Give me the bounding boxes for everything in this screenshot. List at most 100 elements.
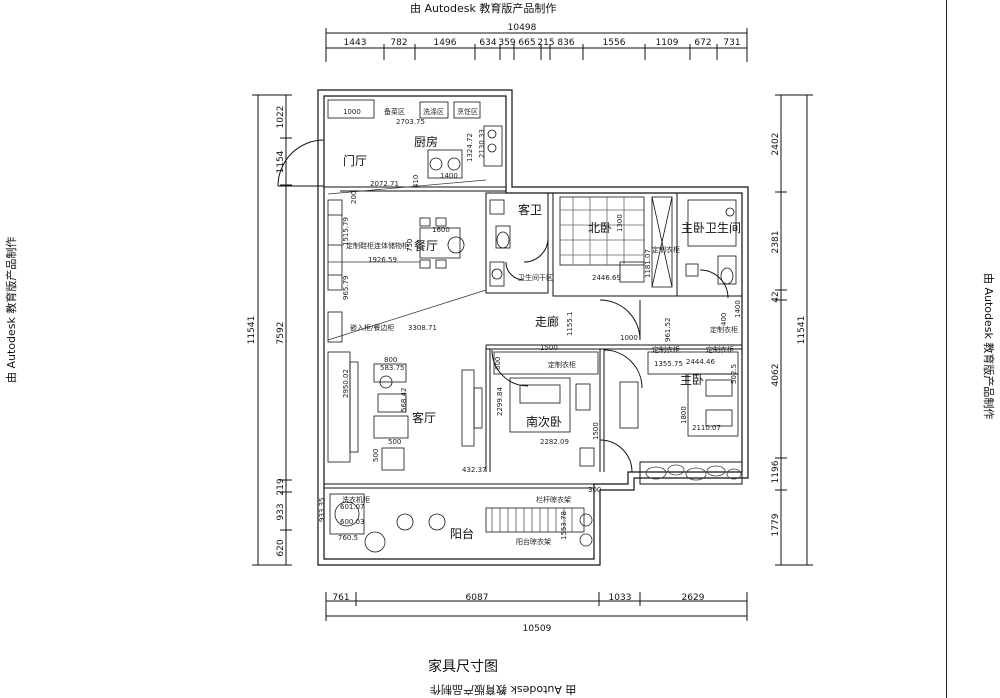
note-bl-rack: 阳台晾衣架 (516, 537, 551, 546)
dim-top-seg-12: 731 (723, 38, 740, 48)
note-gb-shelf: 卫生间干区 (518, 273, 553, 282)
dim-left-seg-1: 1022 (276, 106, 286, 129)
note-lv-568: 568.42 (400, 388, 408, 413)
dim-left-seg-2: 1154 (276, 150, 286, 173)
dim-bottom-seg-2: 6087 (466, 593, 489, 603)
dim-right-seg-6: 1779 (771, 513, 781, 536)
note-d-3308: 3308.71 (408, 324, 437, 332)
dim-right-seg-4: 42 (771, 291, 781, 302)
sheet-title: 家具尺寸图 (428, 659, 498, 675)
note-sb-600: 600 (494, 357, 502, 370)
note-d-1515: 1515.79 (342, 217, 350, 246)
note-lv-800: 800 (384, 356, 397, 364)
note-e-200: 200 (350, 191, 358, 204)
dim-left-seg-3: 7592 (276, 322, 286, 345)
dim-bottom-seg-4: 2629 (682, 593, 705, 603)
dimension-chain-right (775, 94, 813, 566)
note-bl-rail: 栏杆晾衣架 (536, 495, 571, 504)
dim-top-seg-5: 359 (498, 38, 515, 48)
dim-right-seg-2: 2381 (771, 231, 781, 254)
note-nb-1300: 1300 (616, 214, 624, 232)
note-lv-2950: 2950.02 (342, 369, 350, 398)
note-sb-2299: 2299.84 (496, 387, 504, 416)
note-sb-1500: 1500 (540, 344, 558, 352)
note-bl-1553: 1553.78 (560, 511, 568, 540)
dimension-chain-top (325, 28, 748, 62)
dim-top-seg-10: 1109 (656, 38, 679, 48)
sheet-border-right (946, 0, 947, 698)
note-k-cook: 烹饪区 (457, 107, 478, 116)
dim-bottom-seg-3: 1033 (609, 593, 632, 603)
note-d-1926: 1926.59 (368, 256, 397, 264)
note-k-1400: 1400 (440, 172, 458, 180)
note-nb-wardrobe: 定制衣柜 (652, 245, 680, 254)
note-k-2130: 2130.33 (478, 129, 486, 158)
note-d-cabinet: 定制鞋柜连体储物柜 (346, 241, 409, 250)
room-label-living: 客厅 (412, 410, 436, 425)
room-label-master-bedroom: 主卧 (680, 373, 704, 387)
dim-top-seg-11: 672 (694, 38, 711, 48)
note-sb-2282: 2282.09 (540, 438, 569, 446)
note-sb-1500b: 1500 (592, 422, 600, 440)
note-k-410: 410 (412, 175, 420, 188)
dim-top-seg-6: 665 (518, 38, 535, 48)
note-lv-500a: 500 (388, 438, 401, 446)
note-bl-300: 300 (588, 486, 601, 494)
note-k-storage: 备菜区 (384, 107, 405, 116)
dimension-chain-left (252, 94, 292, 566)
dim-top-seg-8: 836 (557, 38, 574, 48)
dim-left-seg-6: 620 (276, 539, 286, 556)
note-d-750: 750 (406, 239, 414, 252)
dim-top-seg-3: 1496 (434, 38, 457, 48)
dim-left-seg-4: 219 (276, 478, 286, 495)
dim-right-seg-5: 1196 (771, 460, 781, 483)
note-nb-2446: 2446.69 (592, 274, 621, 282)
dim-top-seg-2: 782 (390, 38, 407, 48)
room-label-corridor: 走廊 (535, 314, 559, 329)
note-mb-wardrobe2: 定制衣柜 (706, 345, 734, 354)
note-bl-washer: 洗衣机柜 (342, 495, 370, 504)
note-mb-2110: 2110.07 (692, 424, 721, 432)
dim-top-seg-4: 634 (479, 38, 496, 48)
note-lv-432: 432.37 (462, 466, 487, 474)
room-label-north-bedroom: 北卧 (588, 221, 612, 235)
dim-top-seg-9: 1556 (603, 38, 626, 48)
note-e-2072: 2072.71 (370, 180, 399, 188)
note-c-400: 400 (720, 313, 728, 326)
note-mb-1355: 1355.75 (654, 360, 683, 368)
note-d-965: 965.79 (342, 276, 350, 301)
interior-walls (324, 186, 743, 489)
dim-top-total: 10498 (508, 23, 537, 33)
note-k-1000: 1000 (343, 108, 361, 116)
dim-top-seg-7: 215 (537, 38, 554, 48)
room-label-master-bath: 主卧卫生间 (681, 221, 741, 235)
room-label-balcony: 阳台 (450, 526, 474, 541)
watermark-top: 由 Autodesk 教育版产品制作 (410, 2, 557, 15)
dim-bottom-seg-1: 761 (332, 593, 349, 603)
note-mb-502: 502.5 (730, 364, 738, 384)
dim-right-total: 11541 (797, 316, 807, 345)
note-mb-wardrobe: 定制衣柜 (652, 345, 680, 354)
note-lv-500b: 500 (372, 449, 380, 462)
doors (277, 139, 729, 473)
note-k-2703: 2703.75 (396, 118, 425, 126)
note-k-wash: 洗涤区 (423, 107, 444, 116)
room-label-kitchen: 厨房 (414, 134, 438, 149)
dim-bottom-total: 10509 (523, 624, 552, 634)
note-nb-1181: 1181.07 (644, 249, 652, 278)
note-bl-760: 760.5 (338, 534, 358, 542)
note-k-1324: 1324.72 (466, 133, 474, 162)
note-d-1600: 1600 (432, 226, 450, 234)
diagonal-dimension-lines (327, 179, 487, 341)
note-lv-583: 583.75 (380, 364, 405, 372)
note-nb-1400: 1400 (734, 300, 742, 318)
outer-walls (317, 89, 749, 566)
room-label-dining: 餐厅 (414, 238, 438, 253)
note-c-961: 961.52 (664, 318, 672, 343)
note-sb-wardrobe: 定制衣柜 (548, 360, 576, 369)
room-label-guest-bath: 客卫 (518, 202, 542, 217)
note-c-wardrobe: 定制衣柜 (710, 325, 738, 334)
note-bl-601: 601.07 (340, 503, 365, 511)
